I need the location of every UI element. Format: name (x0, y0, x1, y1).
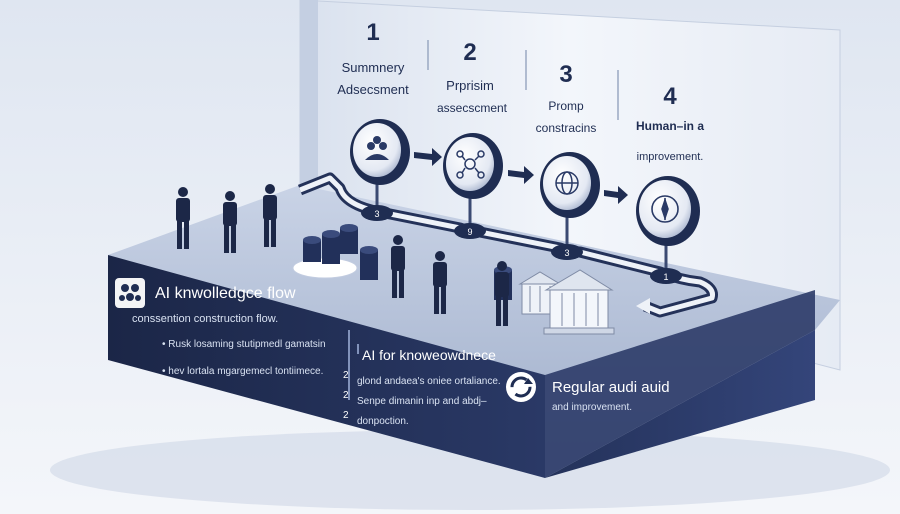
track-marker: 9 (454, 223, 486, 239)
panel-title: Regular audi auid (552, 379, 670, 396)
step-label-line2: Adsecsment (337, 82, 409, 97)
svg-text:3: 3 (374, 209, 379, 219)
step-label-line2: assecscment (437, 101, 508, 115)
person-figure (176, 187, 190, 249)
item-text: Senpe dimanin inp and abdj– (357, 396, 487, 407)
coin-stacks (292, 224, 512, 300)
hexagon-cluster-icon (115, 278, 145, 308)
step-label-line2: improvement. (637, 151, 704, 163)
right-panel: Regular audi auid and improvement. (506, 372, 670, 413)
floor-shadow (50, 430, 890, 510)
panel-bullet: • hev lortala mgargemecl tontiimece. (162, 366, 323, 377)
svg-text:1: 1 (663, 272, 668, 282)
flow-arrows (414, 148, 628, 204)
step-2: 2 Prprisim assecscment (437, 39, 508, 115)
track-marker: 3 (361, 205, 393, 221)
person-figure (433, 251, 447, 314)
panel-divider (348, 330, 350, 400)
coin-stack (340, 224, 358, 254)
person-figures (176, 184, 509, 326)
step-number: 4 (663, 83, 677, 110)
step-number: 3 (559, 61, 572, 88)
compass-icon (651, 195, 679, 223)
coin-stack (360, 246, 378, 280)
arrow-right-icon (604, 186, 628, 204)
step-number: 1 (366, 19, 379, 46)
svg-text:9: 9 (467, 227, 472, 237)
item-text: donpoction. (357, 416, 409, 427)
panel-subtitle: conssention construction flow. (132, 313, 278, 325)
platform-front (108, 255, 545, 478)
network-nodes-icon (456, 150, 485, 179)
middle-panel: AI for knoweowdnece 2 glond andaea's oni… (343, 330, 501, 427)
track-arrowhead (636, 298, 650, 314)
person-figure (223, 191, 237, 253)
refresh-cycle-icon (506, 372, 536, 402)
track-marker: 1 (650, 268, 682, 284)
bank-building-icon (543, 269, 615, 335)
left-panel: AI knwolledgce flow conssention construc… (115, 278, 326, 377)
step-number: 2 (463, 39, 476, 66)
panel-title: AI for knoweowdnece (362, 347, 496, 363)
svg-text:3: 3 (564, 248, 569, 258)
panel-subtitle: and improvement. (552, 402, 632, 413)
step-4: 4 Human–in a improvement. (636, 83, 704, 163)
step-3: 3 Promp constracins (536, 61, 597, 135)
step-2-disc (443, 133, 503, 199)
arrow-right-icon (508, 166, 534, 184)
people-group-icon (365, 136, 389, 160)
arrow-right-icon (414, 148, 442, 166)
wall-edge (300, 0, 318, 238)
globe-icon (555, 171, 579, 195)
item-number: 2 (343, 370, 349, 381)
item-text: glond andaea's oniee ortaliance. (357, 376, 501, 387)
coin-stack (322, 230, 340, 264)
step-4-disc (636, 176, 700, 246)
panel-title: AI knwolledgce flow (155, 285, 296, 302)
step-label-line2: constracins (536, 121, 597, 135)
person-figure (391, 235, 405, 298)
step-label-line1: Human–in a (636, 119, 704, 133)
step-1-disc (350, 119, 410, 185)
step-1: 1 Summnery Adsecsment (337, 19, 409, 97)
coin-stack (303, 236, 321, 262)
panel-marker (357, 344, 359, 354)
item-number: 2 (343, 390, 349, 401)
step-label-line1: Promp (548, 99, 584, 113)
person-figure (263, 184, 277, 247)
platform-front-right (545, 290, 815, 478)
person-figure (495, 261, 509, 326)
track-marker: 3 (551, 244, 583, 260)
panel-bullet: • Rusk losaming stutipmedl gamatsin (162, 339, 326, 350)
step-3-disc (540, 152, 600, 218)
step-label-line1: Summnery (342, 60, 405, 75)
step-label-line1: Prprisim (446, 78, 494, 93)
item-number: 2 (343, 410, 349, 421)
